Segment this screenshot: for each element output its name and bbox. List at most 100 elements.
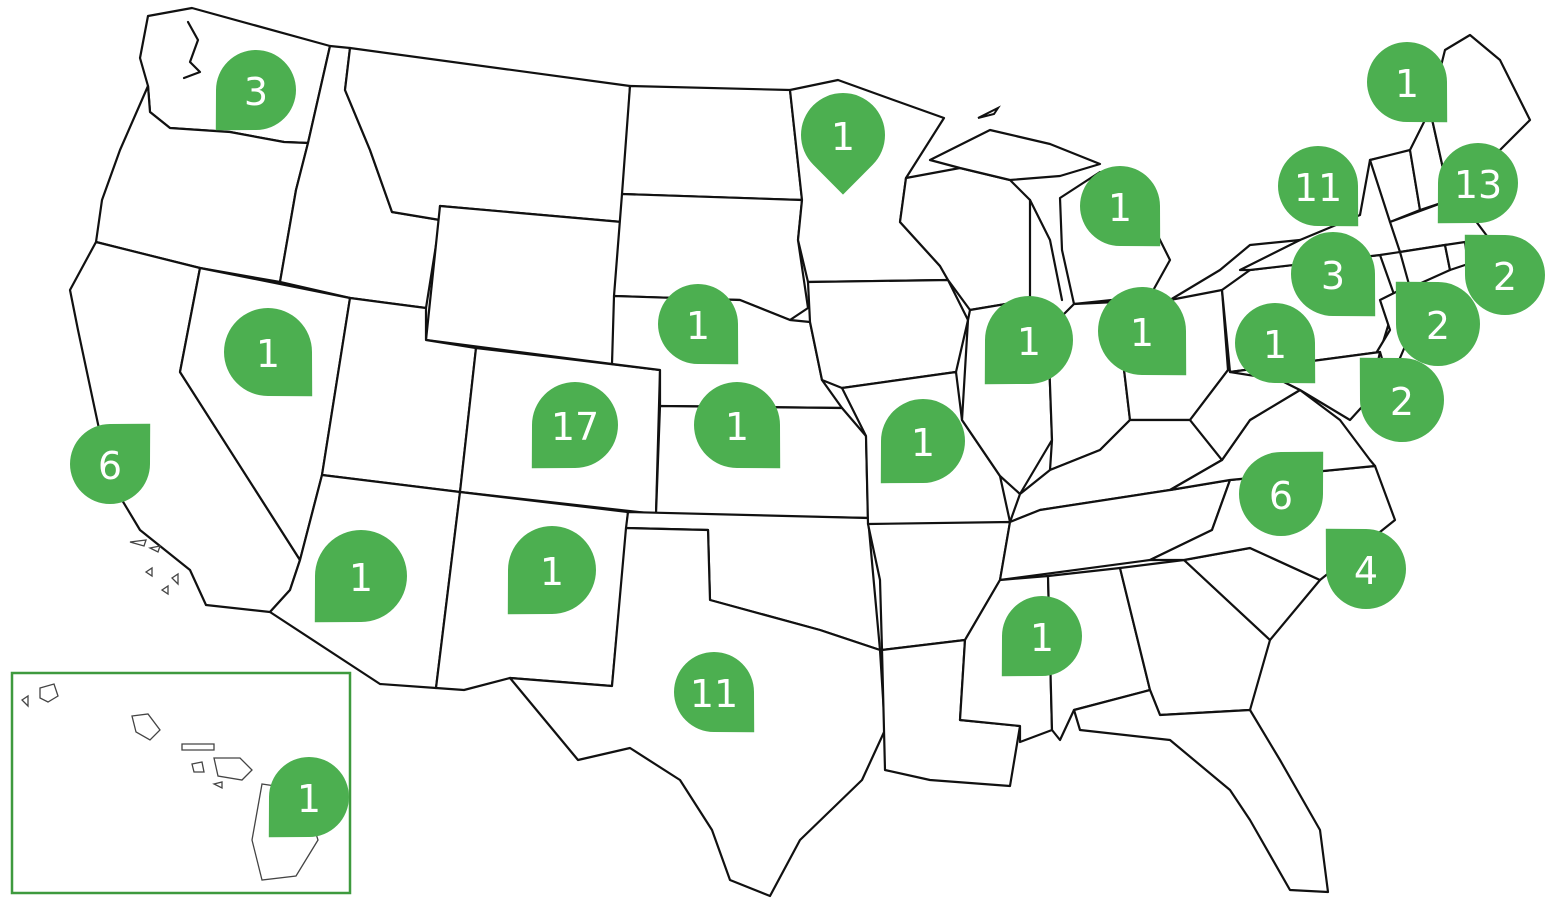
pin-marker-icon xyxy=(268,757,349,838)
pin-marker-icon xyxy=(1437,143,1518,224)
pin-count-label: 17 xyxy=(551,405,599,449)
state-michigan-upper xyxy=(928,128,1102,182)
state-florida xyxy=(1072,688,1330,894)
pin-marker-icon xyxy=(1239,451,1324,536)
pin-new-york: 11 xyxy=(1278,146,1359,227)
pin-marker-icon xyxy=(215,50,296,131)
pin-marker-icon xyxy=(1464,234,1545,315)
isle-royale xyxy=(977,105,1001,119)
pin-new-mexico: 1 xyxy=(507,526,596,615)
pin-count-label: 2 xyxy=(1390,380,1414,424)
lake-erie-shore xyxy=(1168,238,1302,302)
pin-marker-icon xyxy=(1359,357,1444,442)
pin-count-label: 1 xyxy=(1017,320,1041,364)
pin-nebraska: 1 xyxy=(658,284,739,365)
island-niihau xyxy=(20,694,29,708)
pin-california: 6 xyxy=(70,423,151,504)
state-connecticut xyxy=(1398,243,1452,290)
pin-illinois: 1 xyxy=(984,296,1073,385)
pin-hawaii: 1 xyxy=(268,757,349,838)
pin-marker-icon xyxy=(1395,281,1480,366)
pin-north-carolina: 4 xyxy=(1325,528,1406,609)
pin-count-label: 13 xyxy=(1454,163,1502,207)
pin-marker-icon xyxy=(1291,232,1376,317)
pin-new-jersey: 2 xyxy=(1395,281,1480,366)
state-montana xyxy=(343,46,632,224)
state-rhode-island xyxy=(1443,240,1470,272)
pin-marker-icon xyxy=(1325,528,1406,609)
state-wyoming xyxy=(424,204,624,366)
pin-michigan: 1 xyxy=(1080,166,1161,247)
pin-marker-icon xyxy=(674,652,755,733)
pin-ohio: 1 xyxy=(1098,287,1187,376)
pin-count-label: 11 xyxy=(1294,166,1342,210)
pin-count-label: 1 xyxy=(1263,323,1287,367)
pin-marker-icon xyxy=(1080,166,1161,247)
pin-maine: 1 xyxy=(1367,42,1448,123)
pin-count-label: 1 xyxy=(911,421,935,465)
pin-rhode-island: 2 xyxy=(1464,234,1545,315)
puget-sound xyxy=(182,20,202,80)
island-kahoolawe xyxy=(212,781,223,790)
island-molokai xyxy=(181,743,215,751)
pin-west-virginia: 1 xyxy=(1235,303,1316,384)
pin-marker-icon xyxy=(658,284,739,365)
state-north-dakota xyxy=(620,84,804,202)
pin-count-label: 1 xyxy=(1395,62,1419,106)
pin-count-label: 3 xyxy=(244,70,268,114)
pin-count-label: 1 xyxy=(349,556,373,600)
pin-marker-icon xyxy=(531,382,618,469)
pin-count-label: 4 xyxy=(1354,549,1378,593)
pin-count-label: 1 xyxy=(725,405,749,449)
pin-pennsylvania: 3 xyxy=(1291,232,1376,317)
pin-missouri: 1 xyxy=(880,399,965,484)
pin-count-label: 6 xyxy=(1269,474,1293,518)
pin-marker-icon xyxy=(224,308,313,397)
pin-arizona: 1 xyxy=(314,530,407,623)
pin-count-label: 1 xyxy=(540,550,564,594)
pin-count-label: 1 xyxy=(1030,616,1054,660)
pin-count-label: 3 xyxy=(1321,254,1345,298)
channel-island xyxy=(170,572,179,586)
pin-count-label: 1 xyxy=(686,304,710,348)
pin-marker-icon xyxy=(801,93,886,195)
pin-kansas: 1 xyxy=(694,382,781,469)
pin-count-label: 1 xyxy=(297,777,321,821)
pin-marker-icon xyxy=(1278,146,1359,227)
channel-island xyxy=(144,566,153,578)
pin-virginia: 6 xyxy=(1239,451,1324,536)
channel-island xyxy=(148,545,161,553)
pin-washington: 3 xyxy=(215,50,296,131)
pin-mississippi: 1 xyxy=(1001,596,1082,677)
island-lanai xyxy=(191,761,205,773)
island-kauai xyxy=(39,683,59,703)
pin-marker-icon xyxy=(1235,303,1316,384)
pin-marker-icon xyxy=(880,399,965,484)
pin-count-label: 1 xyxy=(256,332,280,376)
pin-marker-icon xyxy=(507,526,596,615)
pin-count-label: 1 xyxy=(1130,311,1154,355)
pin-marker-icon xyxy=(1001,596,1082,677)
island-maui xyxy=(213,757,253,781)
pin-count-label: 1 xyxy=(1108,186,1132,230)
pin-maryland: 2 xyxy=(1359,357,1444,442)
channel-island xyxy=(160,584,169,596)
pin-marker-icon xyxy=(314,530,407,623)
pin-count-label: 6 xyxy=(98,444,122,488)
pin-marker-icon xyxy=(1098,287,1187,376)
pin-nevada: 1 xyxy=(224,308,313,397)
island-oahu xyxy=(131,713,161,741)
pin-count-label: 11 xyxy=(690,672,738,716)
lake-michigan-shore xyxy=(1028,198,1064,302)
pin-marker-icon xyxy=(694,382,781,469)
pin-colorado: 17 xyxy=(531,382,618,469)
channel-island xyxy=(129,539,147,547)
pin-count-label: 1 xyxy=(831,115,855,159)
pin-count-label: 2 xyxy=(1493,255,1517,299)
pin-marker-icon xyxy=(70,423,151,504)
pin-massachusetts: 13 xyxy=(1437,143,1518,224)
pin-texas: 11 xyxy=(674,652,755,733)
pin-marker-icon xyxy=(984,296,1073,385)
state-iowa xyxy=(806,278,970,390)
